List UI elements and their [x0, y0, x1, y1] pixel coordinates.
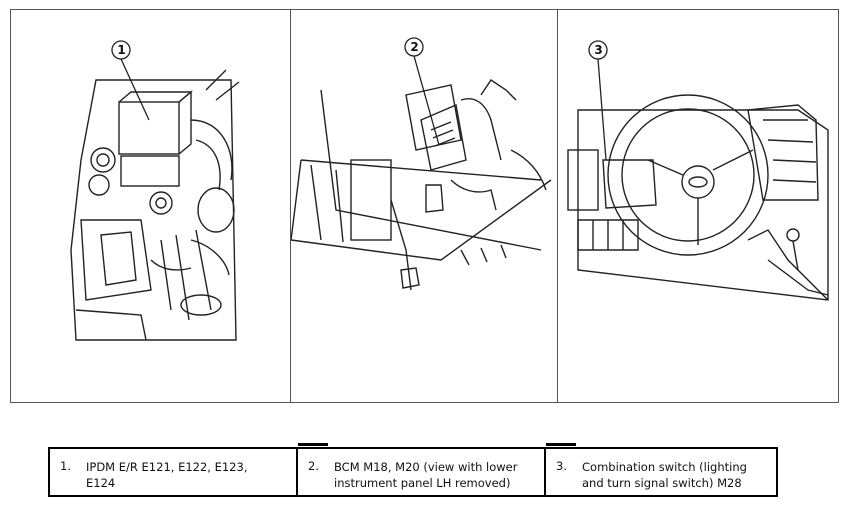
legend-text: BCM M18, M20 (view with lower instrument…: [334, 459, 518, 491]
bcm-unit: [420, 104, 467, 171]
legend-number: 1.: [60, 459, 71, 473]
legend-number: 3.: [556, 459, 567, 473]
callout-3: [588, 40, 608, 161]
legend-text-line-2: and turn signal switch) M28: [582, 476, 742, 490]
legend-item-2: 2. BCM M18, M20 (view with lower instrum…: [296, 443, 547, 497]
callout-2: [404, 37, 440, 146]
legend-text: Combination switch (lighting and turn si…: [582, 459, 747, 491]
ipdm-box: [118, 101, 180, 155]
legend-tab: [546, 443, 576, 446]
callout-3-label: 3: [594, 43, 603, 57]
legend-text-line-1: BCM M18, M20 (view with lower: [334, 460, 518, 474]
legend-number: 2.: [308, 459, 319, 473]
legend-text-line-2: E124: [86, 476, 116, 490]
figure-frame: [10, 9, 839, 403]
steering-wheel: [607, 94, 769, 256]
ipdm-engine-compartment-illustration: [70, 40, 240, 341]
legend-tab: [298, 443, 328, 446]
legend-text-line-1: IPDM E/R E121, E122, E123,: [86, 460, 248, 474]
legend-text-line-2: instrument panel LH removed): [334, 476, 511, 490]
bcm-instrument-panel-illustration: [291, 37, 552, 291]
legend-item-1: 1. IPDM E/R E121, E122, E123, E124: [48, 447, 299, 497]
combination-switch-illustration: [567, 40, 829, 301]
callout-2-label: 2: [410, 40, 419, 54]
legend-item-3: 3. Combination switch (lighting and turn…: [544, 443, 778, 497]
panel-divider-2: [557, 9, 558, 403]
callout-1: [111, 40, 150, 121]
panel-divider-1: [290, 9, 291, 403]
legend-text: IPDM E/R E121, E122, E123, E124: [86, 459, 247, 491]
callout-1-label: 1: [117, 43, 126, 57]
legend-text-line-1: Combination switch (lighting: [582, 460, 747, 474]
